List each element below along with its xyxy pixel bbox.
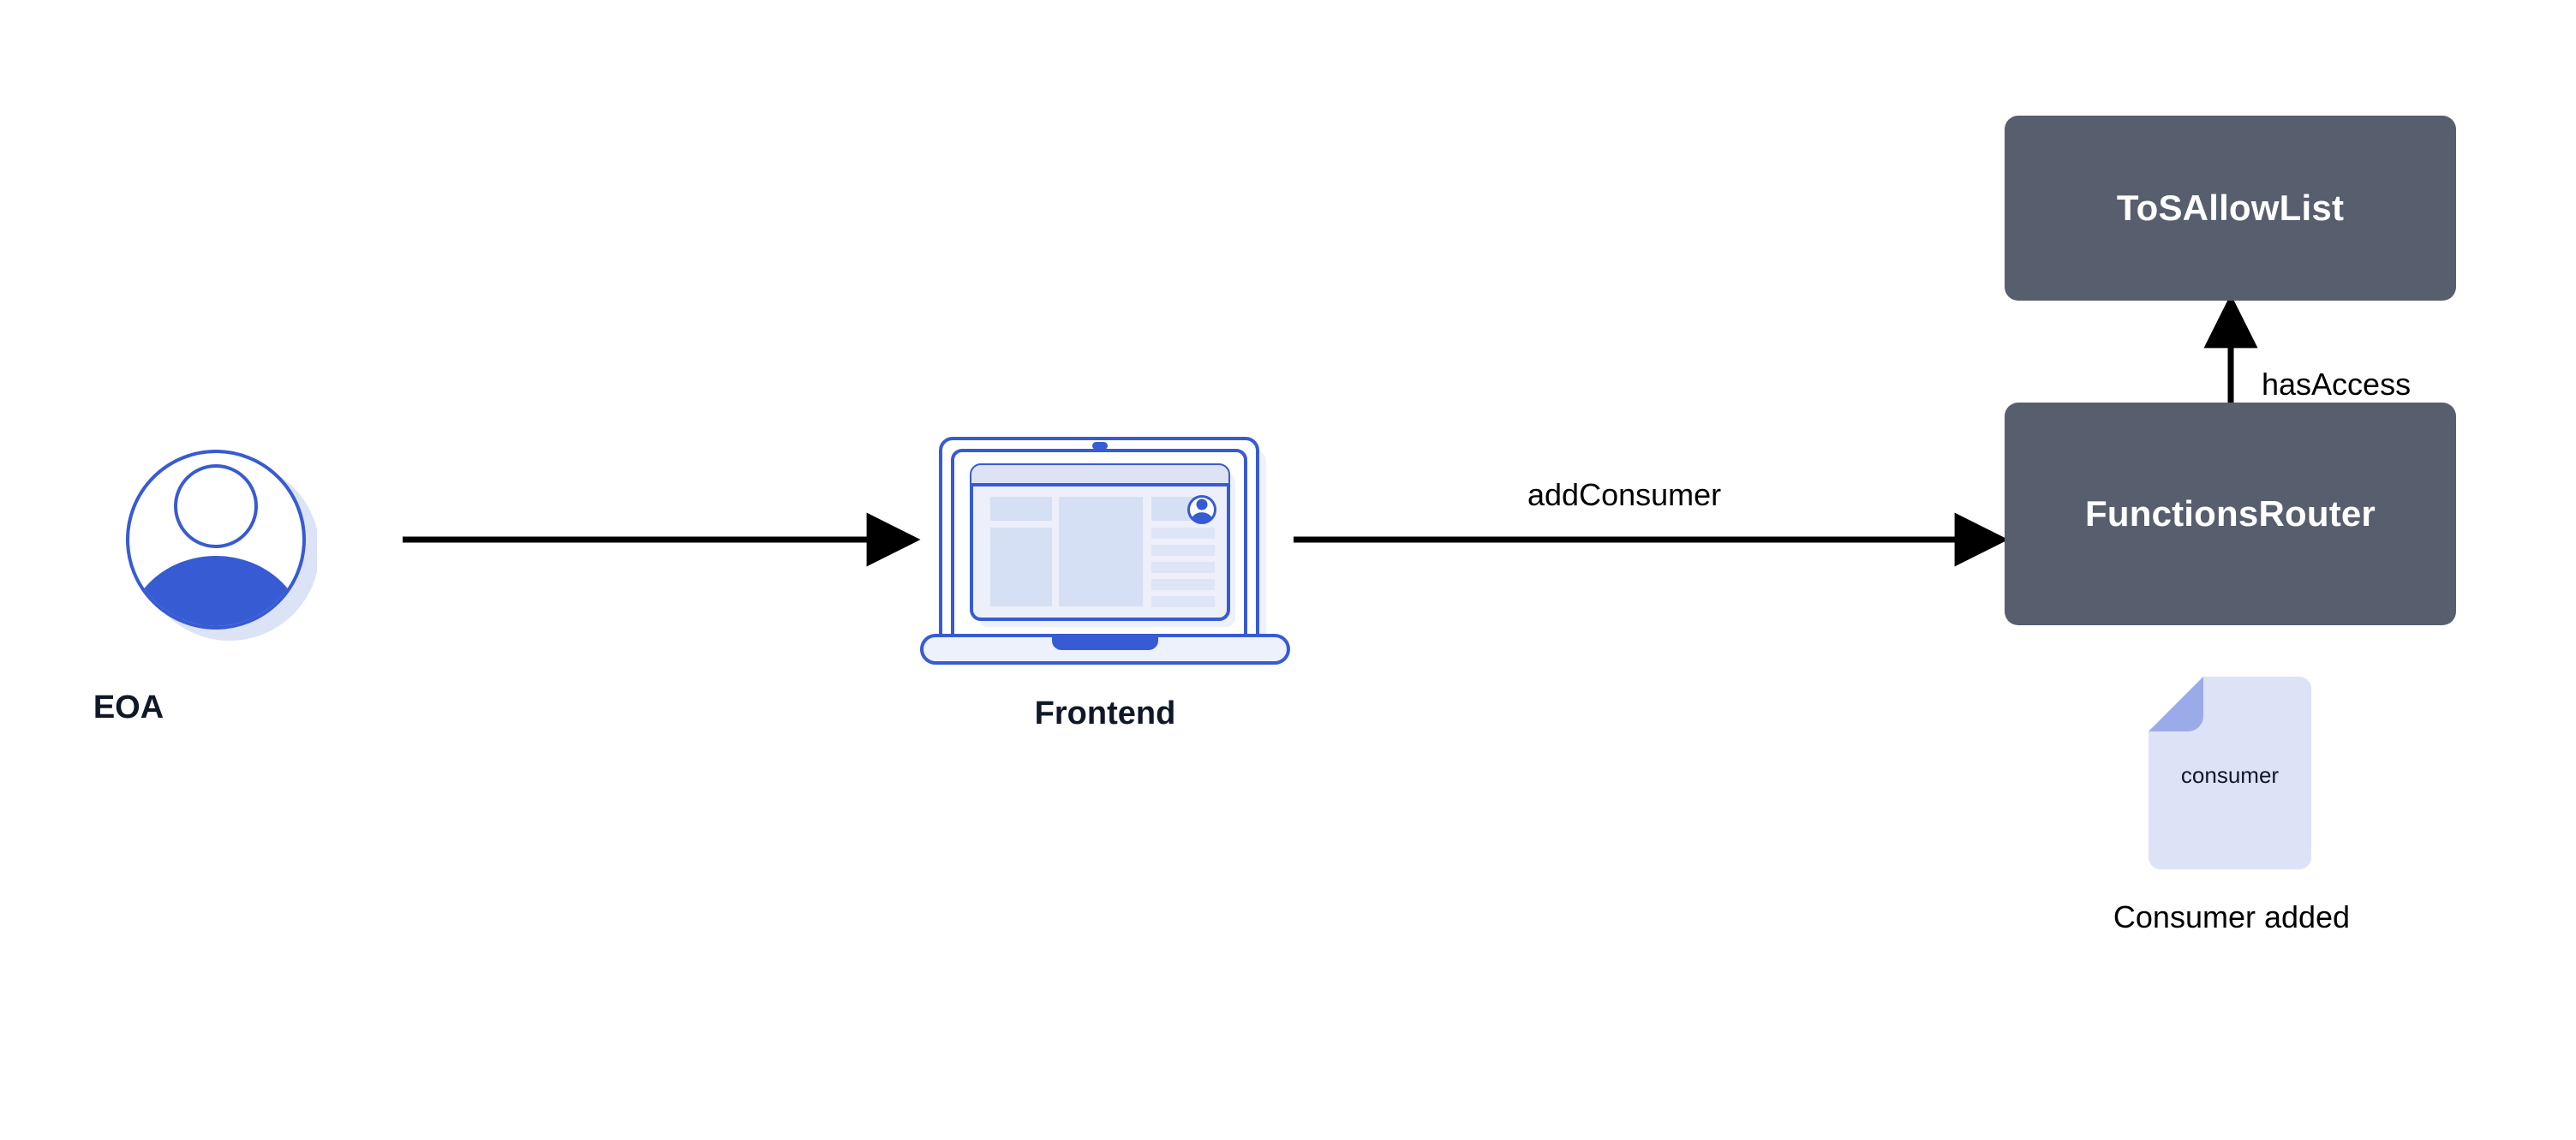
consumer-added-caption: Consumer added: [2113, 899, 2351, 934]
node-functions-router[interactable]: FunctionsRouter: [2005, 403, 2456, 625]
document-file-label: consumer: [2180, 762, 2280, 788]
user-avatar-icon: [126, 450, 317, 641]
edge-label-has-access: hasAccess: [2262, 367, 2412, 402]
node-functions-router-label: FunctionsRouter: [2085, 493, 2376, 534]
edge-label-add-consumer: addConsumer: [1527, 477, 1722, 512]
document-file-icon: [2149, 677, 2311, 869]
eoa-label: EOA: [93, 689, 164, 725]
node-tos-allow-list-label: ToSAllowList: [2116, 188, 2345, 228]
screen-avatar-icon: [1187, 495, 1216, 524]
frontend-label: Frontend: [1034, 695, 1176, 731]
node-tos-allow-list[interactable]: ToSAllowList: [2005, 116, 2456, 301]
laptop-icon: [920, 437, 1290, 665]
